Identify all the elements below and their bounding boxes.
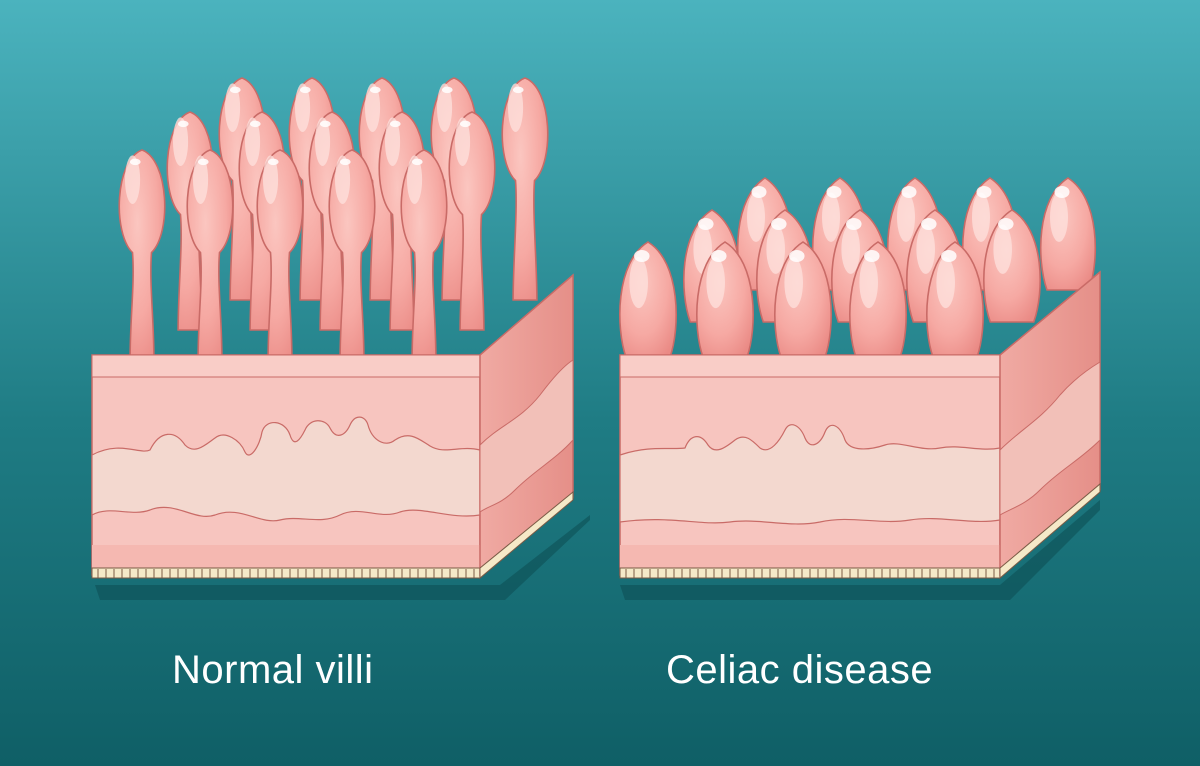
celiac-villi-group	[619, 177, 1097, 359]
celiac-block-shadow	[620, 500, 1100, 600]
celiac-villus-r3-5	[926, 241, 984, 359]
normal-villus-r3-1	[118, 149, 166, 359]
normal-villus-r2-5	[448, 111, 496, 331]
normal-block-shadow	[95, 515, 590, 600]
normal-villus-r3-5	[400, 149, 448, 359]
normal-serosa-strip	[91, 567, 481, 579]
celiac-submucosa-layer	[619, 424, 1001, 525]
celiac-disease-label: Celiac disease	[666, 648, 934, 692]
normal-side-serosa	[479, 490, 574, 580]
normal-villus-r3-4	[328, 149, 376, 359]
normal-serosa-ticks	[97, 569, 475, 578]
normal-muscle-layer	[92, 545, 480, 569]
normal-side-layer	[479, 359, 574, 513]
normal-epithelium-band	[91, 354, 481, 378]
celiac-side-layer	[999, 361, 1101, 516]
celiac-villus-r3-2	[696, 241, 754, 359]
celiac-serosa-ticks	[625, 569, 995, 578]
normal-villi-label: Normal villi	[172, 648, 374, 692]
normal-villi-tissue-block	[91, 77, 590, 600]
celiac-villus-r1-5	[1039, 177, 1097, 291]
celiac-tissue-block	[619, 177, 1101, 600]
celiac-villus-r2-5	[983, 209, 1041, 323]
celiac-villus-r3-1	[619, 241, 677, 359]
celiac-villus-r3-3	[774, 241, 832, 359]
normal-villus-r3-2	[186, 149, 234, 359]
normal-submucosa-layer	[91, 416, 481, 522]
normal-villus-r1-5	[501, 77, 549, 301]
celiac-side-serosa	[999, 482, 1101, 580]
celiac-muscle-layer	[620, 545, 1000, 569]
normal-villus-r3-3	[256, 149, 304, 359]
celiac-epithelium-band	[619, 354, 1001, 378]
normal-villi-group	[118, 77, 549, 359]
celiac-villus-r3-4	[849, 241, 907, 359]
